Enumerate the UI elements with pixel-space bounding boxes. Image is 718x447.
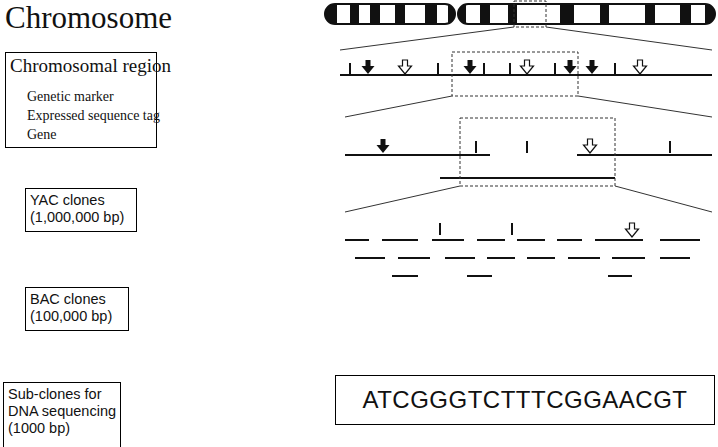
yac-clone xyxy=(345,155,712,178)
zoom-box xyxy=(514,1,546,27)
chromosome-outline xyxy=(458,4,715,24)
subclone-box: Sub-clones for DNA sequencing (1000 bp) xyxy=(3,382,121,447)
yac-box: YAC clones (1,000,000 bp) xyxy=(25,188,137,232)
legend-text: Genetic marker xyxy=(27,89,114,104)
zoom-box xyxy=(452,52,578,96)
legend-text: Gene xyxy=(27,127,57,142)
box-label: Sub-clones for DNA sequencing (1000 bp) xyxy=(8,386,116,437)
legend-text: Expressed sequence tag xyxy=(27,108,160,123)
chromosome-arm xyxy=(458,4,715,24)
chromosome-band xyxy=(458,4,715,24)
box-label: YAC clones (1,000,000 bp) xyxy=(30,192,132,226)
gene-arrow xyxy=(584,139,597,153)
est-arrow xyxy=(377,139,390,153)
sequence-text: ATCGGGTCTTTCGGAACGT xyxy=(362,386,687,414)
box-label: Chromosomal region xyxy=(10,55,152,77)
genetic-marker xyxy=(350,63,615,74)
chromosome-band xyxy=(325,4,455,24)
est-arrow xyxy=(362,60,599,74)
bac-clone xyxy=(345,240,700,276)
legend-item: Expressed sequence tag xyxy=(27,108,160,124)
bac-box: BAC clones (100,000 bp) xyxy=(25,287,129,331)
gene-arrow xyxy=(626,223,639,237)
chromosome-body xyxy=(458,4,715,24)
legend-item: Genetic marker xyxy=(27,89,114,105)
chromosome-body xyxy=(325,4,455,24)
box-label: BAC clones (100,000 bp) xyxy=(30,291,124,325)
genetic-marker xyxy=(440,223,512,235)
diagram-title: Chromosome xyxy=(5,0,172,36)
zoom-box xyxy=(460,118,615,186)
chromosome-arm xyxy=(325,4,455,24)
legend-item: Gene xyxy=(27,127,57,143)
gene-arrow xyxy=(399,60,647,74)
genetic-marker xyxy=(476,141,670,153)
region-line xyxy=(340,74,712,76)
zoom-line xyxy=(340,27,712,212)
chromosome-outline xyxy=(325,4,455,24)
sequence-box: ATCGGGTCTTTCGGAACGT xyxy=(335,375,715,425)
